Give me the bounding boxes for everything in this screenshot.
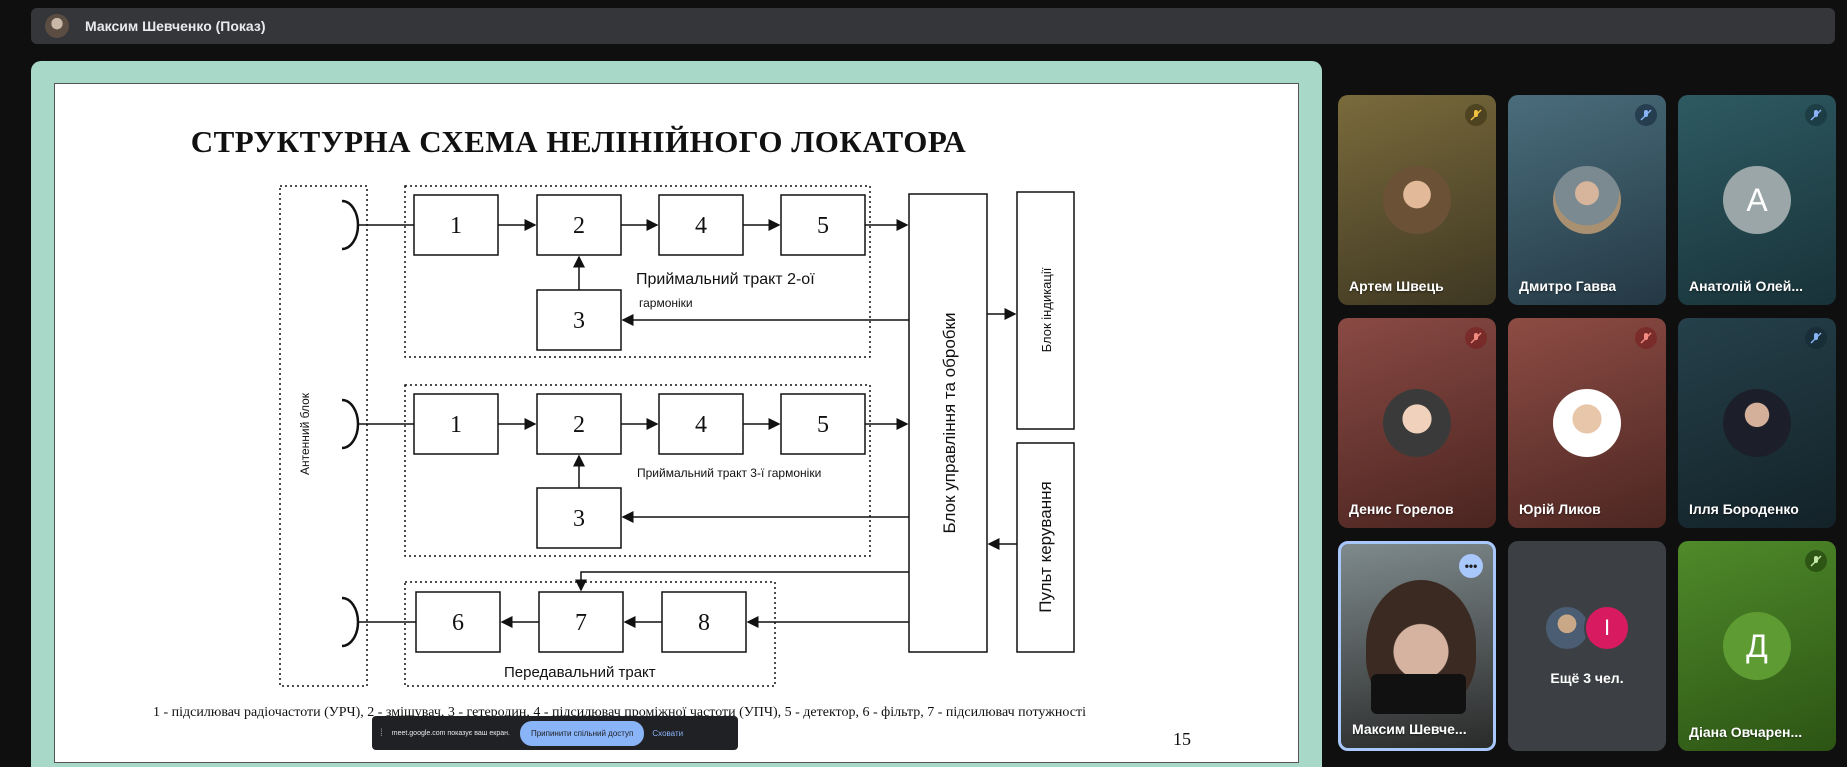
rx2-label-text: Приймальний тракт 2-ої bbox=[636, 271, 815, 288]
antenna-block-label: Антенний блок bbox=[298, 392, 312, 475]
microphone-object bbox=[1371, 674, 1466, 714]
rx2-label-2: 2 bbox=[573, 213, 585, 239]
tx-label-text: Передавальний тракт bbox=[504, 664, 656, 681]
mic-off-icon bbox=[1465, 104, 1487, 126]
page-number: 15 bbox=[1173, 729, 1191, 749]
avatar bbox=[1553, 166, 1621, 234]
mic-off-icon bbox=[1635, 104, 1657, 126]
avatar bbox=[1553, 389, 1621, 457]
avatar bbox=[1544, 605, 1590, 651]
indication-block bbox=[1016, 191, 1075, 430]
remote-panel-label: Пульт керування bbox=[1036, 481, 1055, 612]
tx-block-6 bbox=[415, 591, 501, 653]
tx-frame bbox=[404, 581, 776, 687]
avatar-letter: I bbox=[1584, 605, 1630, 651]
participant-name: Дмитро Гавва bbox=[1519, 278, 1617, 294]
slide-title: СТРУКТУРНА СХЕМА НЕЛІНІЙНОГО ЛОКАТОРА bbox=[190, 124, 967, 159]
tx-block-7 bbox=[538, 591, 624, 653]
participant-name: Анатолій Олей... bbox=[1689, 278, 1803, 294]
rx3-label-4: 4 bbox=[695, 412, 707, 438]
indication-block-label: Блок індикації bbox=[1039, 267, 1054, 352]
avatar: Д bbox=[1723, 612, 1791, 680]
rx2-label-4: 4 bbox=[695, 213, 707, 239]
mic-off-icon bbox=[1805, 550, 1827, 572]
rx2-block-1 bbox=[413, 194, 499, 256]
rx3-block-5 bbox=[780, 393, 866, 455]
antenna-tx-icon bbox=[341, 596, 360, 648]
control-block bbox=[908, 193, 988, 653]
participant-tile[interactable]: Юрій Ликов bbox=[1508, 318, 1666, 528]
participant-name: Максим Шевче... bbox=[1352, 721, 1467, 737]
antenna-block-frame bbox=[279, 185, 368, 687]
slide: СТРУКТУРНА СХЕМА НЕЛІНІЙНОГО ЛОКАТОРА bbox=[54, 83, 1299, 763]
avatar bbox=[1383, 166, 1451, 234]
participant-name: Артем Швець bbox=[1349, 278, 1444, 294]
presentation-stage: СТРУКТУРНА СХЕМА НЕЛІНІЙНОГО ЛОКАТОРА bbox=[31, 61, 1322, 767]
antenna-rx3-icon bbox=[341, 398, 360, 450]
tx-label-6: 6 bbox=[452, 610, 464, 636]
participant-tile[interactable]: Д Діана Овчарен... bbox=[1678, 541, 1836, 751]
tx-label-8: 8 bbox=[698, 610, 710, 636]
participant-tile[interactable]: Дмитро Гавва bbox=[1508, 95, 1666, 305]
remote-panel-block bbox=[1016, 442, 1075, 653]
hide-button[interactable]: Сховати bbox=[652, 728, 684, 738]
avatar: A bbox=[1723, 166, 1791, 234]
rx2-block-4 bbox=[658, 194, 744, 256]
participant-tile[interactable]: Ілля Бороденко bbox=[1678, 318, 1836, 528]
participant-tile[interactable]: Артем Швець bbox=[1338, 95, 1496, 305]
avatar bbox=[1723, 389, 1791, 457]
rx3-label-3: 3 bbox=[573, 506, 585, 532]
rx2-label-5: 5 bbox=[817, 213, 829, 239]
stop-sharing-button[interactable]: Припинити спільний доступ bbox=[519, 720, 645, 746]
participant-tile[interactable]: Денис Горелов bbox=[1338, 318, 1496, 528]
participant-name: Денис Горелов bbox=[1349, 501, 1454, 517]
tx-block-8 bbox=[661, 591, 747, 653]
rx3-label-2: 2 bbox=[573, 412, 585, 438]
rx2-block-3 bbox=[536, 289, 622, 351]
rx3-block-4 bbox=[658, 393, 744, 455]
mic-off-icon bbox=[1805, 327, 1827, 349]
presenter-bar: Максим Шевченко (Показ) bbox=[31, 8, 1835, 44]
antenna-rx2-icon bbox=[341, 199, 360, 251]
participant-name: Юрій Ликов bbox=[1519, 501, 1601, 517]
block-diagram: 1 2 4 5 3 1 2 4 5 3 6 7 8 Приймальний тр… bbox=[279, 185, 1075, 687]
rx3-label-text: Приймальний тракт 3-ї гармоніки bbox=[637, 466, 821, 480]
presenter-title: Максим Шевченко (Показ) bbox=[85, 18, 266, 34]
rx2-label-text-2: гармоніки bbox=[639, 296, 693, 310]
participant-tile-active[interactable]: ••• Максим Шевче... bbox=[1338, 541, 1496, 751]
avatar bbox=[1383, 389, 1451, 457]
presenter-avatar bbox=[45, 14, 69, 38]
rx3-frame bbox=[404, 384, 871, 557]
screen-share-bar: ⁞ meet.google.com показує ваш екран. При… bbox=[372, 716, 738, 750]
rx3-label-1: 1 bbox=[450, 412, 462, 438]
mic-off-icon bbox=[1805, 104, 1827, 126]
drag-handle-icon[interactable]: ⁞ bbox=[380, 727, 383, 739]
rx2-frame bbox=[404, 185, 871, 358]
mic-off-icon bbox=[1465, 327, 1487, 349]
participant-name: Діана Овчарен... bbox=[1689, 724, 1803, 740]
participant-tile[interactable]: A Анатолій Олей... bbox=[1678, 95, 1836, 305]
more-options-icon[interactable]: ••• bbox=[1459, 554, 1483, 578]
participant-tile-overflow[interactable]: I Ещё 3 чел. bbox=[1508, 541, 1666, 751]
tx-label-7: 7 bbox=[575, 610, 587, 636]
rx3-label-5: 5 bbox=[817, 412, 829, 438]
participant-name: Ілля Бороденко bbox=[1689, 501, 1799, 517]
control-block-label: Блок управління та обробки bbox=[940, 313, 959, 534]
share-message: meet.google.com показує ваш екран. bbox=[391, 729, 510, 737]
rx2-block-2 bbox=[536, 194, 622, 256]
mic-off-icon bbox=[1635, 327, 1657, 349]
rx2-label-1: 1 bbox=[450, 213, 462, 239]
rx2-label-3: 3 bbox=[573, 308, 585, 334]
rx3-block-3 bbox=[536, 487, 622, 549]
participant-name: Ещё 3 чел. bbox=[1550, 670, 1624, 686]
